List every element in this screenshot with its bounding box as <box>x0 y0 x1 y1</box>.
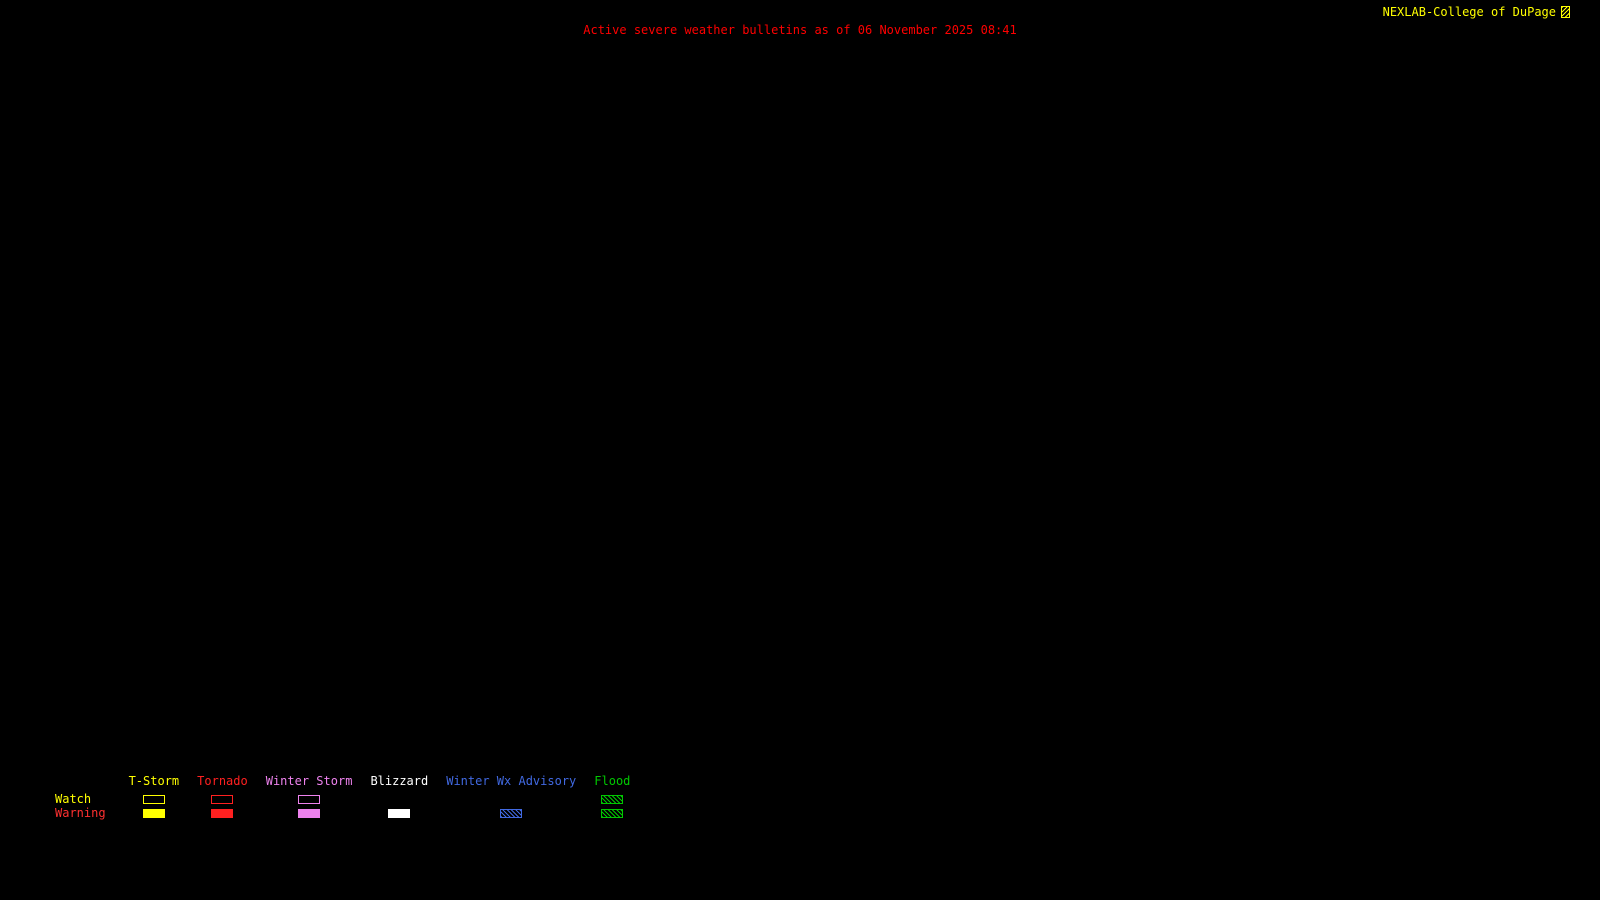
legend-warning-slot <box>142 806 165 820</box>
nexlab-logo-icon <box>1561 6 1570 18</box>
legend-warning-slot <box>601 806 624 820</box>
legend-warning-slot <box>298 806 321 820</box>
legend-warning-swatch <box>500 808 523 818</box>
legend-col-label: Tornado <box>197 774 248 788</box>
legend-col-label: T-Storm <box>128 774 180 788</box>
legend-warning-swatch <box>601 808 624 818</box>
bulletin-title: Active severe weather bulletins as of 06… <box>583 23 1017 37</box>
legend-watch-swatch <box>298 794 321 804</box>
legend-watch-slot <box>601 792 624 806</box>
legend-col-blizzard: Blizzard <box>370 775 428 820</box>
legend-col-t-storm: T-Storm <box>128 774 180 820</box>
legend-col-winter-wx-advisory: Winter Wx Advisory <box>446 775 576 820</box>
legend: Watch Warning T-Storm Tornado Winter Storm… <box>55 775 640 821</box>
legend-col-tornado: Tornado <box>197 775 248 820</box>
legend-warning-swatch <box>142 808 165 818</box>
warning-row-label: Warning <box>55 806 106 820</box>
legend-watch-slot <box>389 792 409 806</box>
legend-watch-swatch <box>142 794 165 804</box>
legend-warning-slot <box>211 806 234 820</box>
legend-col-flood: Flood <box>594 775 630 820</box>
legend-watch-slot <box>142 792 165 806</box>
legend-columns: T-Storm Tornado Winter Storm Blizzard Winter… <box>120 775 640 820</box>
legend-col-label: Blizzard <box>370 774 429 788</box>
legend-warning-swatch <box>298 808 321 818</box>
brand-text: NEXLAB-College of DuPage <box>1382 5 1556 19</box>
legend-row-label-spacer <box>55 775 106 792</box>
watch-row-label: Watch <box>55 792 92 806</box>
legend-col-label: Flood <box>594 774 631 788</box>
legend-col-label: Winter Storm <box>265 774 353 788</box>
legend-watch-slot <box>501 792 521 806</box>
legend-watch-swatch <box>601 794 624 804</box>
legend-row-labels: Watch Warning <box>55 775 106 820</box>
legend-warning-swatch <box>388 808 411 818</box>
legend-watch-swatch <box>211 794 234 804</box>
legend-watch-slot <box>298 792 321 806</box>
legend-warning-slot <box>388 806 411 820</box>
legend-warning-swatch <box>211 808 234 818</box>
legend-watch-slot <box>211 792 234 806</box>
legend-warning-slot <box>500 806 523 820</box>
legend-col-label: Winter Wx Advisory <box>446 774 577 788</box>
legend-col-winter-storm: Winter Storm <box>265 774 353 820</box>
brand-block: NEXLAB-College of DuPage <box>1383 5 1570 19</box>
